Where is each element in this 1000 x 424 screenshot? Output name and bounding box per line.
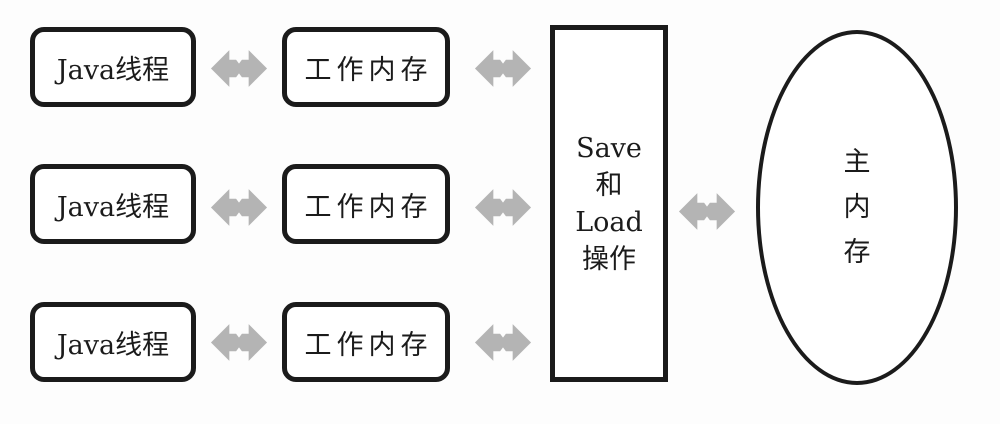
save-load-line-3: Load	[575, 206, 643, 238]
java-thread-label-2: Java线程	[56, 191, 170, 223]
java-thread-label-3: Java线程	[56, 329, 170, 361]
double-arrow-icon	[474, 50, 532, 87]
working-memory-label-1: 工作内存	[304, 54, 433, 86]
java-thread-box-2: Java线程	[30, 164, 196, 244]
save-load-box: Save 和 Load 操作	[550, 25, 668, 382]
double-arrow-icon	[210, 324, 268, 361]
save-load-line-2: 和	[595, 169, 623, 201]
working-memory-box-1: 工作内存	[282, 27, 450, 107]
double-arrow-icon	[678, 193, 736, 230]
double-arrow-icon	[474, 189, 532, 226]
java-thread-box-3: Java线程	[30, 302, 196, 382]
main-memory-ellipse: 主 内 存	[756, 30, 958, 385]
save-load-line-1: Save	[576, 132, 642, 164]
main-memory-char-2: 内	[843, 192, 871, 223]
main-memory-char-3: 存	[843, 237, 871, 268]
working-memory-box-3: 工作内存	[282, 302, 450, 382]
main-memory-char-1: 主	[843, 147, 871, 178]
double-arrow-icon	[210, 189, 268, 226]
working-memory-box-2: 工作内存	[282, 164, 450, 244]
java-thread-box-1: Java线程	[30, 27, 196, 107]
working-memory-label-3: 工作内存	[304, 329, 433, 361]
java-thread-label-1: Java线程	[56, 54, 170, 86]
double-arrow-icon	[210, 50, 268, 87]
save-load-line-4: 操作	[582, 243, 636, 275]
working-memory-label-2: 工作内存	[304, 191, 433, 223]
double-arrow-icon	[474, 324, 532, 361]
